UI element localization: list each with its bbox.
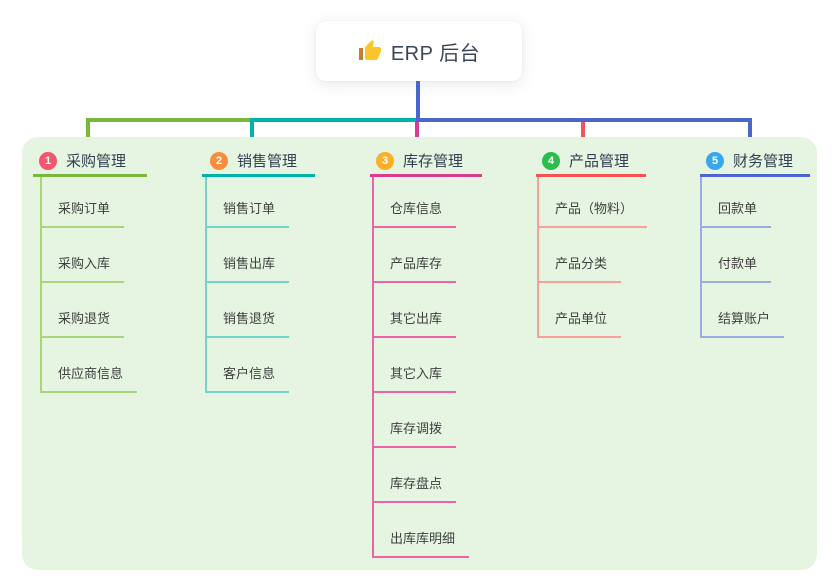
- branches-panel: [22, 137, 817, 570]
- child-node[interactable]: 其它出库: [372, 310, 457, 338]
- branch-underline-3: [370, 174, 482, 177]
- branch-node-product[interactable]: 4 产品管理: [542, 150, 629, 171]
- child-node[interactable]: 产品单位: [537, 310, 622, 338]
- branch-child-connector-4: [537, 177, 539, 338]
- connector-bus-teal: [250, 118, 420, 122]
- root-node[interactable]: ERP 后台: [316, 21, 522, 81]
- branch-underline-5: [700, 174, 810, 177]
- child-node[interactable]: 库存盘点: [372, 475, 457, 503]
- connector-drop-branch-5: [748, 118, 752, 150]
- branch-child-connector-3: [372, 177, 374, 558]
- branch-label-finance: 财务管理: [733, 153, 794, 170]
- branch-label-purchase: 采购管理: [66, 153, 127, 170]
- branch-badge-2: 2: [210, 151, 228, 170]
- connector-bus-green: [86, 118, 254, 122]
- branch-underline-1: [33, 174, 147, 177]
- child-node[interactable]: 库存调拨: [372, 420, 457, 448]
- child-node[interactable]: 产品分类: [537, 255, 622, 283]
- child-node[interactable]: 销售出库: [205, 255, 290, 283]
- branch-node-sales[interactable]: 2 销售管理: [210, 150, 297, 171]
- root-node-label: ERP 后台: [390, 42, 481, 65]
- child-node[interactable]: 采购订单: [40, 200, 125, 228]
- branch-label-sales: 销售管理: [237, 153, 298, 170]
- child-node[interactable]: 客户信息: [205, 365, 290, 393]
- branch-child-connector-2: [205, 177, 207, 393]
- branch-underline-2: [202, 174, 315, 177]
- connector-root-drop: [416, 81, 420, 122]
- branch-node-inventory[interactable]: 3 库存管理: [376, 150, 463, 171]
- branch-label-inventory: 库存管理: [403, 153, 464, 170]
- child-node[interactable]: 结算账户: [700, 310, 785, 338]
- child-node[interactable]: 采购退货: [40, 310, 125, 338]
- connector-drop-branch-4: [581, 122, 585, 149]
- child-node[interactable]: 出库库明细: [372, 530, 470, 558]
- connector-drop-branch-2: [250, 118, 254, 150]
- child-node[interactable]: 产品（物料）: [537, 200, 648, 228]
- branch-label-product: 产品管理: [569, 153, 630, 170]
- branch-badge-3: 3: [376, 151, 394, 170]
- branch-node-purchase[interactable]: 1 采购管理: [39, 150, 126, 171]
- branch-child-connector-1: [40, 177, 42, 393]
- branch-node-finance[interactable]: 5 财务管理: [706, 150, 793, 171]
- child-node[interactable]: 其它入库: [372, 365, 457, 393]
- branch-badge-1: 1: [39, 151, 57, 170]
- child-node[interactable]: 销售订单: [205, 200, 290, 228]
- branch-badge-5: 5: [706, 151, 724, 170]
- branch-child-connector-5: [700, 177, 702, 338]
- child-node[interactable]: 仓库信息: [372, 200, 457, 228]
- thumbs-up-icon: [358, 40, 381, 60]
- connector-drop-branch-1: [86, 118, 90, 150]
- connector-bus-blue: [416, 118, 752, 122]
- child-node[interactable]: 回款单: [700, 200, 772, 228]
- child-node[interactable]: 采购入库: [40, 255, 125, 283]
- child-node[interactable]: 供应商信息: [40, 365, 138, 393]
- connector-drop-branch-3: [415, 122, 419, 149]
- branch-badge-4: 4: [542, 151, 560, 170]
- child-node[interactable]: 销售退货: [205, 310, 290, 338]
- branch-underline-4: [536, 174, 646, 177]
- child-node[interactable]: 产品库存: [372, 255, 457, 283]
- child-node[interactable]: 付款单: [700, 255, 772, 283]
